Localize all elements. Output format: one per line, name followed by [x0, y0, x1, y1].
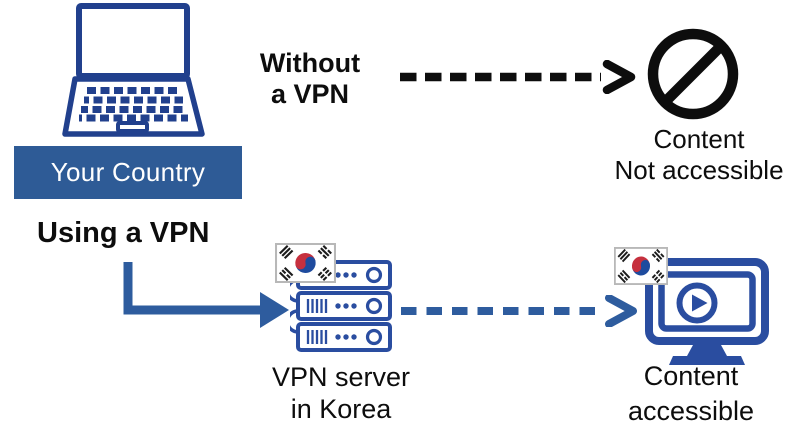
your-country-label: Your Country — [50, 157, 206, 187]
using-vpn-label: Using a VPN — [37, 217, 210, 249]
prohibition-icon — [647, 28, 739, 120]
dashed-arrow-blue-icon — [401, 295, 637, 327]
content-blocked-label: Content Not accessible — [614, 124, 784, 185]
without-vpn-label: Without a VPN — [259, 48, 361, 109]
vpn-server-label: VPN server in Korea — [271, 362, 411, 424]
south-korea-flag-icon — [614, 247, 668, 285]
play-icon — [676, 282, 718, 324]
media-monitor-icon — [645, 258, 769, 365]
laptop-icon — [62, 3, 205, 137]
south-korea-flag-icon — [275, 243, 336, 283]
your-country-banner: Your Country — [14, 146, 242, 199]
content-accessible-label: Content accessible — [627, 361, 755, 426]
dashed-arrow-black-icon — [400, 60, 636, 94]
elbow-arrow-blue-icon — [123, 262, 289, 328]
